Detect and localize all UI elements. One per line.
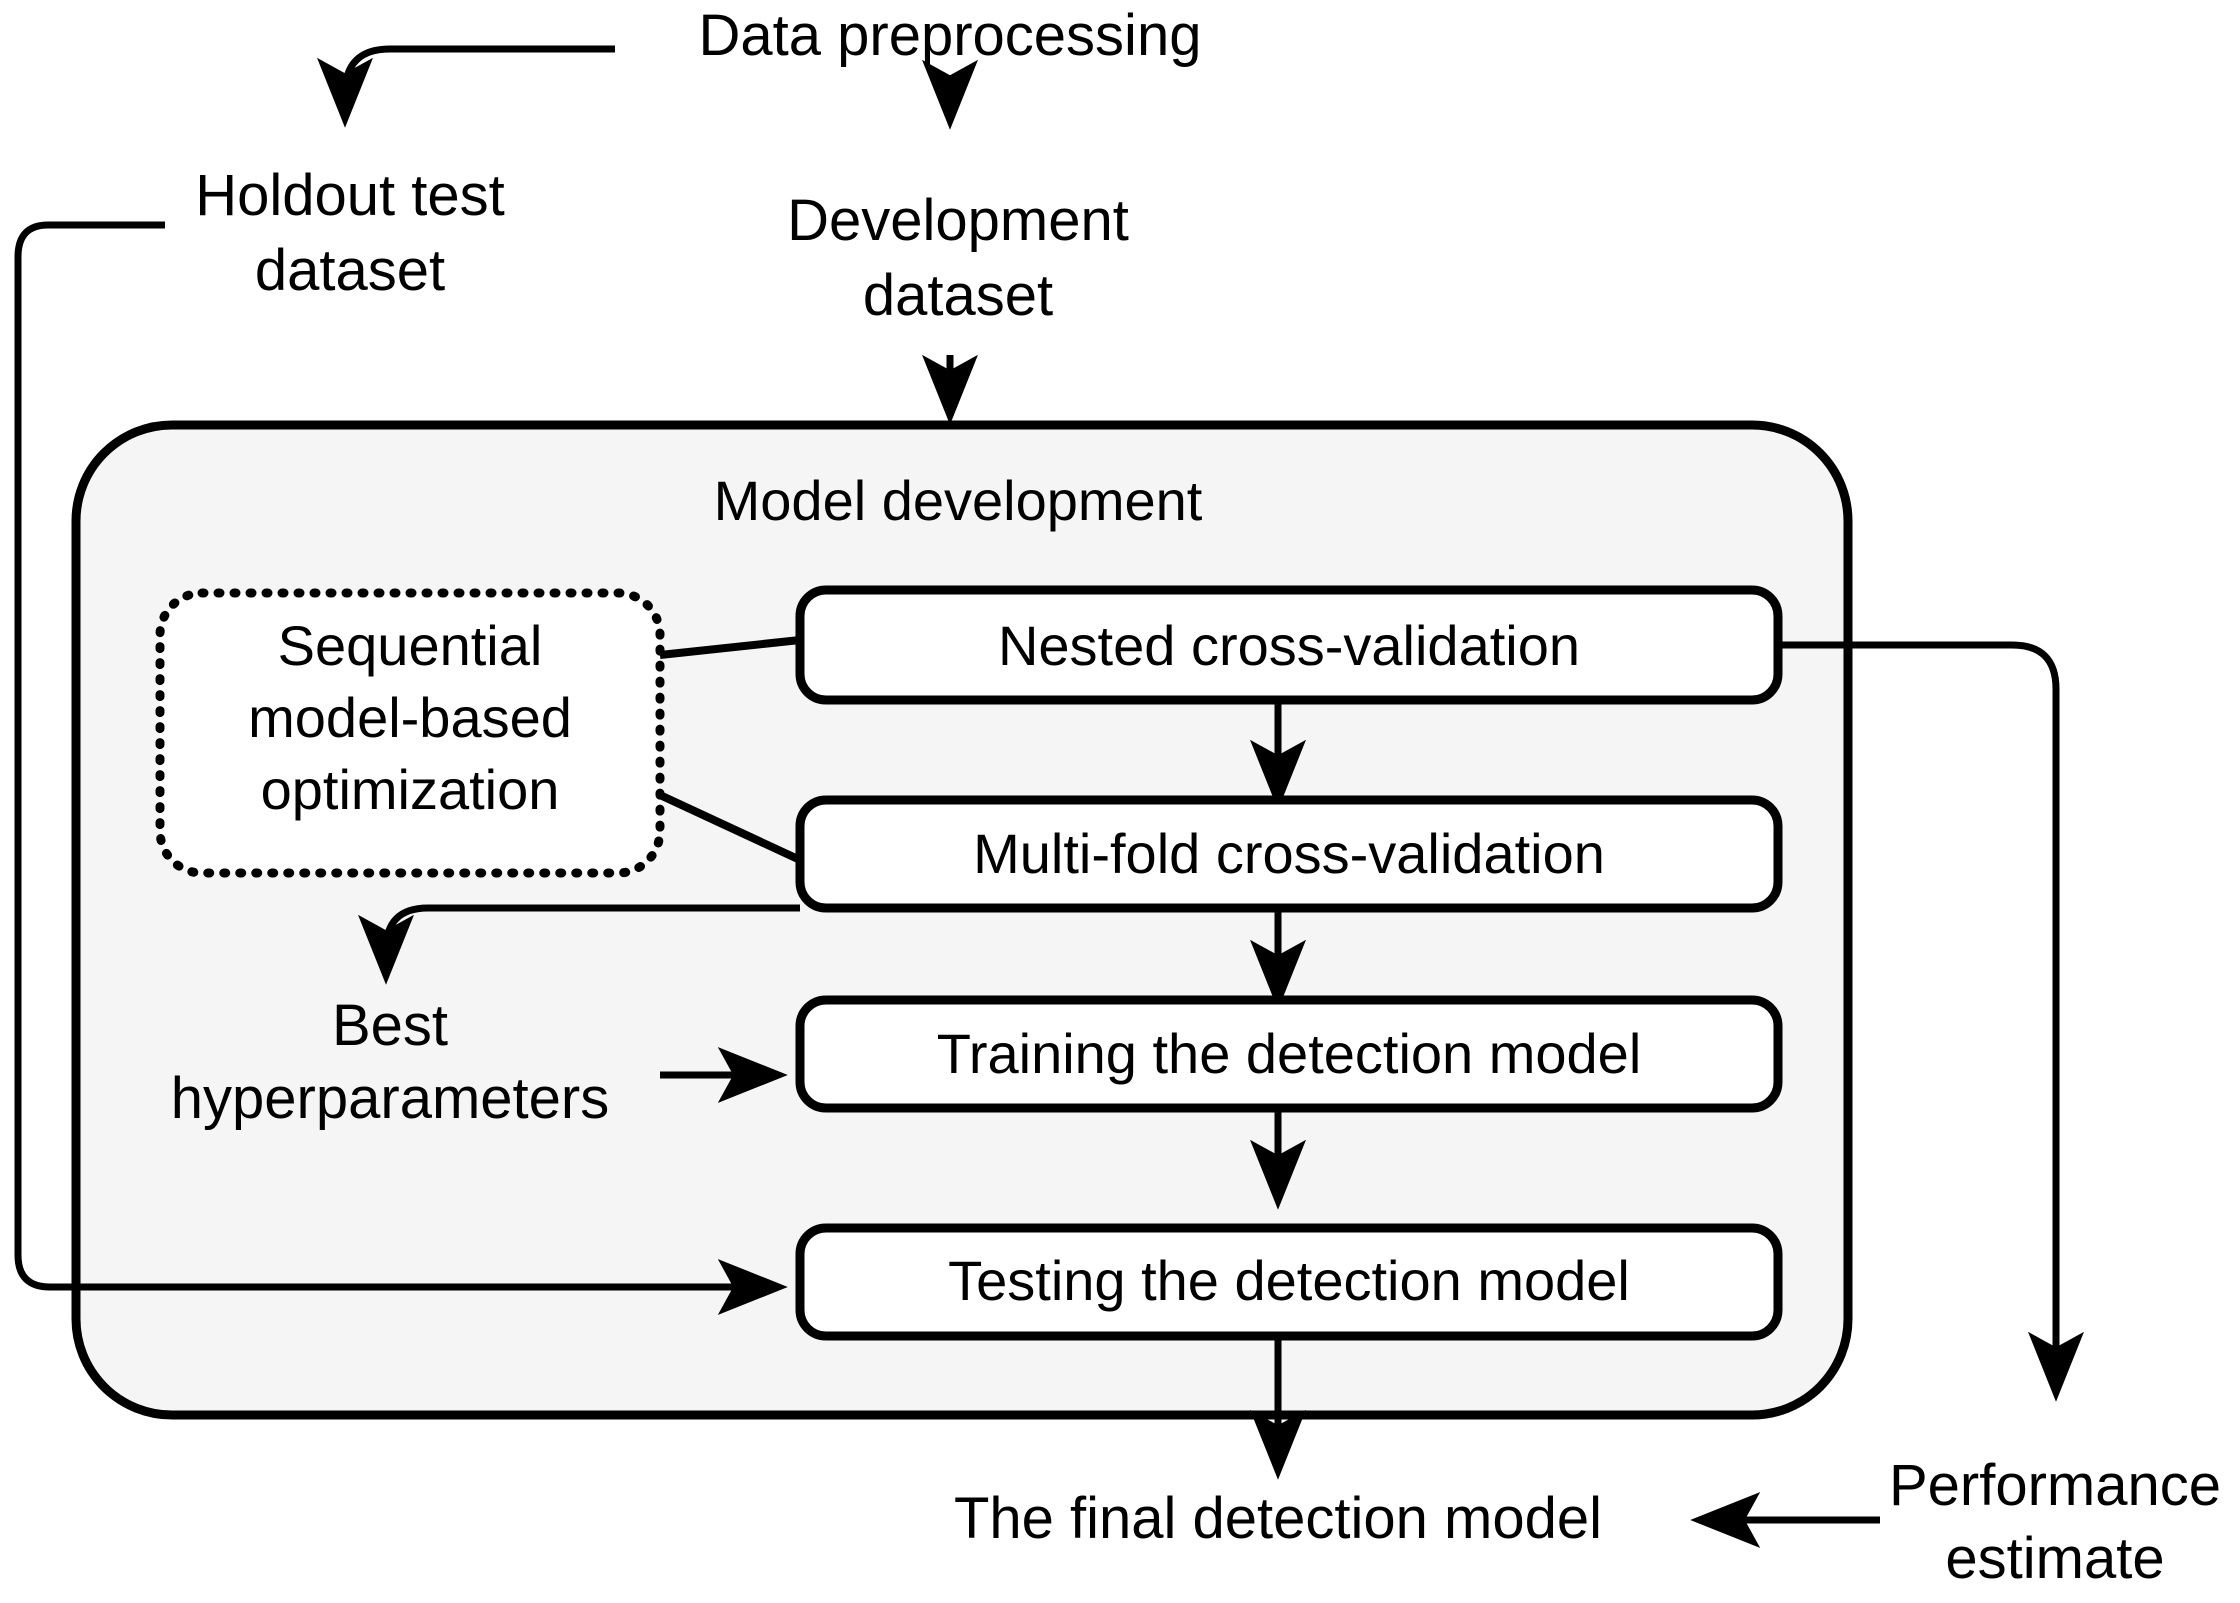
connector-smbo-to-nestedcv: [659, 636, 801, 659]
edge-multifold-to-besthyper: [358, 904, 800, 985]
label-performance-estimate-line2: estimate: [1945, 1526, 2164, 1591]
label-final-detection-model: The final detection model: [954, 1486, 1602, 1551]
testing-model-box[interactable]: [795, 1223, 1783, 1341]
label-data-preprocessing: Data preprocessing: [699, 3, 1202, 68]
edge-holdout-to-testing: [14, 221, 788, 1315]
label-holdout-test-dataset-line2: dataset: [255, 238, 445, 303]
nested-cv-box[interactable]: [795, 585, 1783, 705]
edge-nestedcv-to-performance: [1778, 641, 2084, 1402]
label-testing-model: Testing the detection model: [948, 1249, 1630, 1312]
label-development-dataset-line1: Development: [787, 188, 1129, 253]
edge-preprocessing-to-holdout: [317, 45, 615, 128]
label-holdout-test-dataset-line1: Holdout test: [195, 163, 505, 228]
connector-smbo-to-multifold: [658, 791, 802, 864]
label-nested-cv: Nested cross-validation: [998, 614, 1580, 677]
training-model-box[interactable]: [795, 995, 1783, 1113]
label-training-model: Training the detection model: [937, 1022, 1642, 1085]
label-multifold-cv: Multi-fold cross-validation: [973, 822, 1605, 885]
label-best-hyperparameters-line2: hyperparameters: [171, 1066, 609, 1131]
label-smbo-line2: model-based: [248, 686, 572, 749]
label-performance-estimate-line1: Performance: [1889, 1453, 2221, 1518]
label-model-development-group: Model development: [714, 469, 1203, 532]
label-smbo-line3: optimization: [261, 758, 560, 821]
label-smbo-line1: Sequential: [278, 614, 543, 677]
label-development-dataset-line2: dataset: [863, 263, 1053, 328]
smbo-dotted-box: [155, 588, 665, 878]
label-best-hyperparameters-line1: Best: [332, 993, 448, 1058]
multifold-cv-box[interactable]: [795, 795, 1783, 913]
